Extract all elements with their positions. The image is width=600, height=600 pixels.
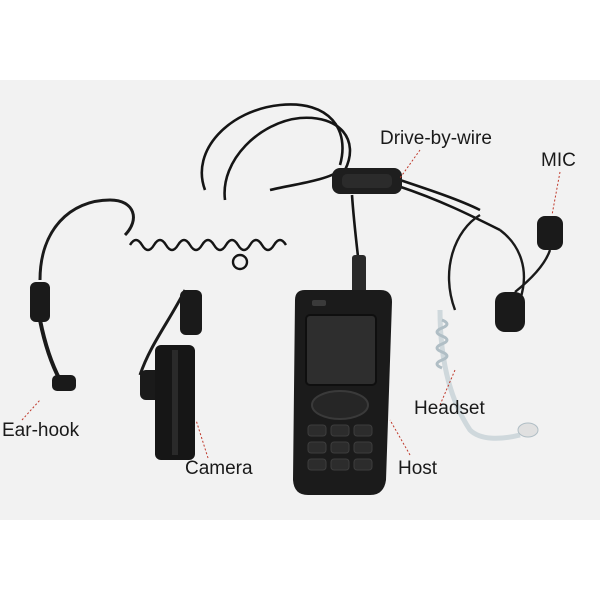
leader-lines xyxy=(21,149,561,459)
camera-label: Camera xyxy=(185,458,253,479)
host-screen xyxy=(305,314,377,386)
ear-hook-headset xyxy=(30,198,135,391)
drive-by-wire-label: Drive-by-wire xyxy=(380,128,492,149)
product-photo xyxy=(0,80,600,520)
mic-label: MIC xyxy=(541,150,576,171)
host-label: Host xyxy=(398,458,438,479)
acoustic-headset xyxy=(435,213,563,441)
host-device xyxy=(293,255,392,495)
body-camera xyxy=(138,289,202,460)
headset-label: Headset xyxy=(414,398,485,419)
ear-hook-label: Ear-hook xyxy=(2,420,80,441)
coiled-cable xyxy=(128,238,288,252)
